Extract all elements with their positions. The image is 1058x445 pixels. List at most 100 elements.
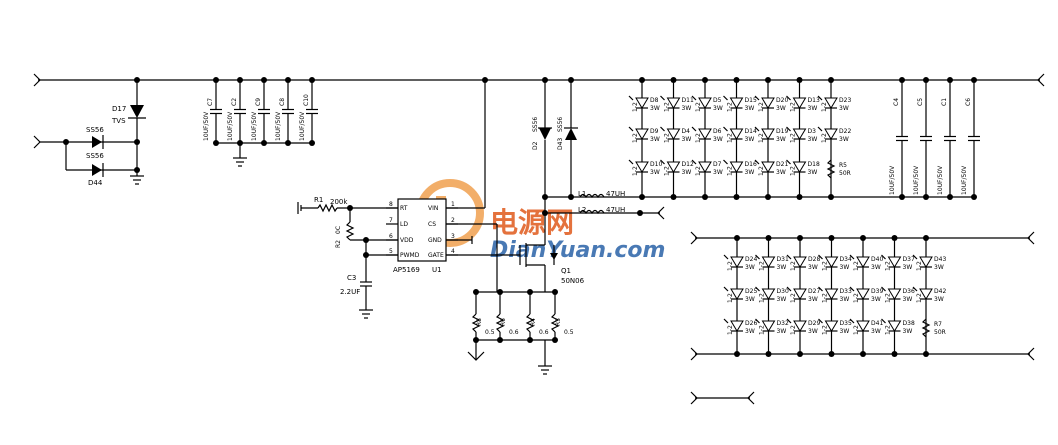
led_grid1-resistor-value: 50R — [839, 170, 851, 177]
led_grid2-led-ref-1-0: D25 — [745, 288, 757, 295]
led_grid1-top-dot-0 — [639, 77, 645, 83]
input-cap-2-bottom-junction — [261, 140, 267, 146]
ic-ref: U1 — [432, 266, 442, 274]
led_grid1-led-ref-1-3: D14 — [745, 128, 757, 135]
input-cap-4-ref: C10 — [303, 94, 310, 106]
led_grid1-led-light-icon-1-0 — [628, 126, 634, 132]
ic-left-pin-label-1: LD — [400, 221, 408, 228]
output-cap-1-value: 10UF/50V — [913, 165, 920, 195]
led_grid1-led-light-icon-2-4 — [754, 159, 760, 165]
led_grid2-led-pins-0-1: 1-2 — [759, 261, 766, 271]
led_grid1-led-power-2-3: 3W — [745, 169, 755, 176]
led2-left-terminal-icon — [690, 231, 698, 245]
rt-ref: R1 — [314, 196, 323, 204]
led_grid1-led-pins-2-5: 1-2 — [790, 166, 797, 176]
led_grid1-led-icon-1-3 — [729, 128, 744, 140]
led_grid1-top-dot-5 — [796, 77, 803, 83]
input-cap-4-value: 10UF/50V — [299, 111, 306, 141]
led_grid2-led-icon-2-3 — [824, 320, 839, 332]
led_grid1-led-icon-1-6 — [824, 128, 838, 140]
led_grid1-resistor-ref: R5 — [839, 162, 847, 169]
led_grid2-led-ref-2-2: D29 — [808, 320, 820, 327]
led_grid1-top-dot-1 — [670, 77, 677, 83]
ic-right-pin-num-3: 4 — [451, 248, 455, 255]
led_grid2-led-power-2-0: 3W — [745, 328, 755, 335]
ic-left-pin-num-2: 6 — [389, 233, 393, 240]
sense-bottom-dot-2 — [527, 337, 533, 343]
led_grid2-led-icon-0-5 — [887, 256, 902, 268]
ss56-label-2: SS56 — [86, 152, 104, 160]
input-cap-3-ref: C8 — [279, 98, 286, 106]
led_grid1-led-light-icon-1-1 — [660, 126, 665, 132]
input-cap-3-top-junction — [285, 77, 291, 83]
led_grid1-led-power-0-2: 3W — [713, 105, 723, 112]
led_grid2-led-power-2-3: 3W — [840, 328, 850, 335]
led_grid1-led-light-icon-2-1 — [660, 159, 665, 165]
input-cap-1-value: 10UF/50V — [227, 111, 234, 141]
led_grid1-led-power-0-3: 3W — [745, 105, 755, 112]
led_grid2-top-dot-1 — [765, 235, 772, 241]
mosfet-part: 50N06 — [561, 277, 585, 285]
led_grid1-led-ref-0-6: D23 — [839, 97, 851, 104]
led_grid2-led-ref-0-5: D37 — [903, 256, 915, 263]
output-cap-0-ref: C4 — [893, 98, 900, 106]
led_grid2-led-pins-0-5: 1-2 — [885, 261, 892, 271]
led_grid1-led-ref-1-1: D4 — [682, 128, 691, 135]
input-cap-0-top-junction — [213, 77, 219, 83]
led_grid1-led-ref-2-3: D16 — [745, 161, 757, 168]
led_grid2-bottom-dot-0 — [734, 351, 740, 357]
sense-resistor-icon-0 — [471, 313, 481, 333]
l1-value: 47UH — [606, 190, 625, 198]
sense-resistor-icon-3 — [550, 313, 560, 333]
output-cap-3-top-junction — [971, 77, 977, 83]
led_grid2-bottom-dot-2 — [797, 351, 803, 357]
led_grid1-led-ref-0-1: D11 — [682, 97, 694, 104]
led_grid2-led-power-1-1: 3W — [777, 296, 787, 303]
led_grid2-led-icon-2-4 — [856, 320, 870, 332]
led_grid2-led-light-icon-0-3 — [818, 254, 823, 260]
input-plus-terminal-icon — [33, 73, 41, 87]
led_grid1-led-light-icon-0-5 — [786, 95, 791, 101]
led_grid2-led-power-1-0: 3W — [745, 296, 755, 303]
led_grid1-led-icon-0-5 — [792, 97, 807, 109]
ic-left-pin-label-2: VDD — [400, 237, 414, 244]
led_grid1-led-ref-0-3: D15 — [745, 97, 757, 104]
led_grid1-led-pins-0-3: 1-2 — [727, 102, 734, 112]
led_grid2-led-light-icon-1-6 — [912, 286, 918, 292]
led_grid2-led-power-0-1: 3W — [777, 264, 787, 271]
led_grid2-led-icon-2-2 — [793, 320, 807, 332]
led_grid1-bottom-dot-6 — [828, 194, 834, 200]
led2-br-terminal-icon — [1027, 347, 1035, 361]
led_grid2-led-ref-0-3: D34 — [840, 256, 852, 263]
led_grid1-resistor-icon — [826, 159, 836, 179]
led_grid1-led-ref-1-5: D3 — [808, 128, 817, 135]
input-cap-0-bottom-junction — [213, 140, 219, 146]
l2-value: 47UH — [606, 206, 625, 214]
led_grid1-led-power-1-3: 3W — [745, 136, 755, 143]
led_grid1-led-power-1-0: 3W — [650, 136, 660, 143]
input-protection: D17 TVS SS56 SS56 D44 — [33, 77, 146, 187]
led_grid1-led-power-2-2: 3W — [713, 169, 723, 176]
led_grid1-led-power-2-1: 3W — [682, 169, 692, 176]
led_grid2-led-power-0-5: 3W — [903, 264, 913, 271]
led_grid1-led-ref-2-5: D18 — [808, 161, 820, 168]
l1-ref: L1 — [578, 190, 586, 198]
led_grid1-led-pins-0-0: 1-2 — [632, 102, 639, 112]
ic-left-pin-label-0: RT — [400, 205, 408, 212]
led_grid1-led-power-1-4: 3W — [776, 136, 786, 143]
led_grid1-led-light-icon-0-1 — [660, 95, 665, 101]
watermark: 电源网 DianYuan.com — [416, 179, 665, 263]
led_grid1-led-icon-1-5 — [792, 128, 807, 140]
led_grid2-top-dot-6 — [923, 235, 929, 241]
led_grid2-top-dot-2 — [797, 235, 803, 241]
led_grid1-led-pins-2-4: 1-2 — [758, 166, 765, 176]
led_grid2-led-pins-2-3: 1-2 — [822, 325, 829, 335]
led_grid2-led-pins-1-4: 1-2 — [853, 293, 860, 303]
led_grid2-led-power-1-2: 3W — [808, 296, 818, 303]
led_grid1-led-ref-2-1: D12 — [682, 161, 694, 168]
ic-right-pin-label-0: VIN — [428, 205, 438, 212]
